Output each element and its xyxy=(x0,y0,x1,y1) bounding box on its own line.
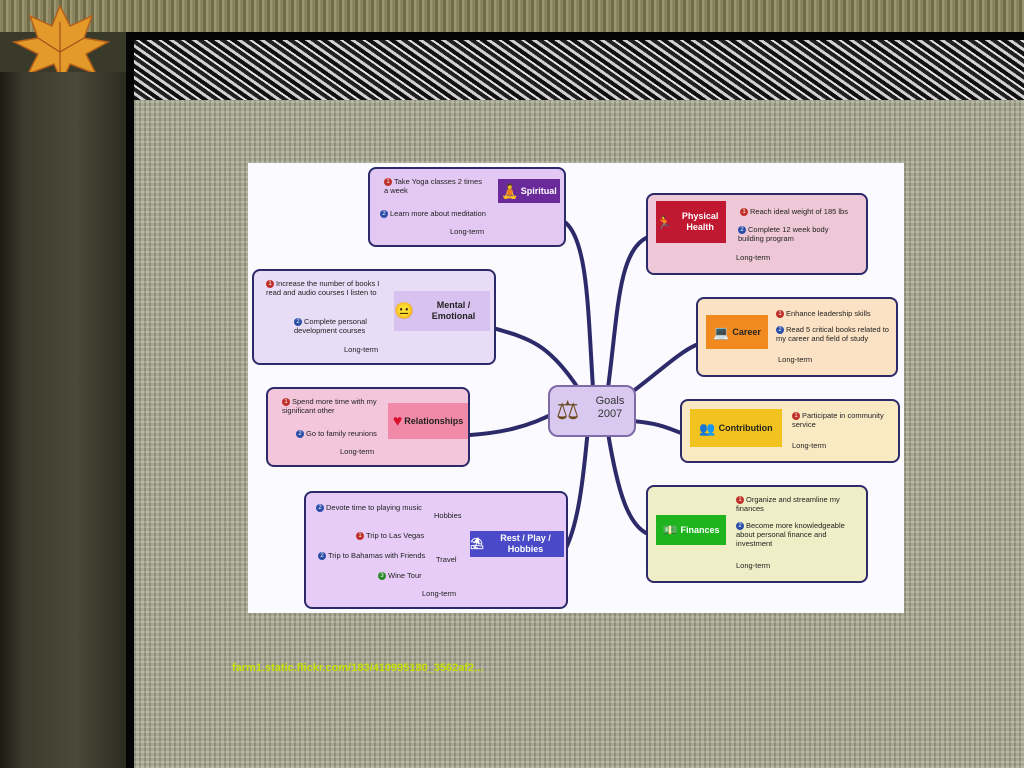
desk-icon: 💻 xyxy=(713,324,730,340)
priority-1-icon: 1 xyxy=(776,310,784,319)
rest-tag: ⛱Rest / Play / Hobbies xyxy=(470,531,564,557)
priority-2-icon: 2 xyxy=(776,326,784,335)
longterm-label: Long-term xyxy=(450,227,485,236)
contribution-tag: 👥Contribution xyxy=(690,409,782,447)
priority-1-icon: 1 xyxy=(792,412,800,421)
people-icon: 👥 xyxy=(699,420,716,436)
longterm-label: Long-term xyxy=(736,253,771,262)
meditation-icon: 🧘 xyxy=(501,182,519,199)
longterm-label: Long-term xyxy=(736,561,771,570)
priority-1-icon: 1 xyxy=(356,532,364,541)
priority-2-icon: 2 xyxy=(296,430,304,439)
longterm-label: Long-term xyxy=(340,447,375,456)
longterm-label: Long-term xyxy=(422,589,457,598)
relationships-tag: ♥Relationships xyxy=(388,403,468,439)
source-link[interactable]: farm1.static.flickr.com/183/410995180_35… xyxy=(232,662,484,674)
priority-1-icon: 1 xyxy=(740,208,748,217)
center-title: Goals 2007 xyxy=(595,395,625,420)
group-label-travel: Travel xyxy=(436,555,457,564)
longterm-label: Long-term xyxy=(344,345,379,354)
money-icon: 💵 xyxy=(662,522,678,537)
priority-1-icon: 1 xyxy=(282,398,290,407)
scales-icon: ⚖ xyxy=(556,395,580,425)
autumn-leaf-icon xyxy=(11,4,111,82)
physical-health-tag: 🏃Physical Health xyxy=(656,201,726,243)
heart-icon: ♥ xyxy=(392,412,403,430)
center-node: ⚖ Goals 2007 xyxy=(548,385,636,437)
hammock-icon: ⛱ xyxy=(470,537,484,550)
spiritual-tag: 🧘Spiritual xyxy=(498,179,560,203)
decorative-banner xyxy=(134,40,1024,100)
group-label-hobbies: Hobbies xyxy=(434,511,462,520)
priority-1-icon: 1 xyxy=(266,280,274,289)
priority-2-icon: 2 xyxy=(316,504,324,513)
priority-2-icon: 2 xyxy=(380,210,388,219)
finances-tag: 💵Finances xyxy=(656,515,726,545)
running-icon: 🏃 xyxy=(656,214,673,230)
priority-2-icon: 2 xyxy=(736,522,744,531)
longterm-label: Long-term xyxy=(778,355,813,364)
top-texture-band xyxy=(0,0,1024,32)
priority-1-icon: 1 xyxy=(736,496,744,505)
priority-3-icon: 3 xyxy=(378,572,386,581)
face-icon: 😐 xyxy=(394,302,414,320)
priority-1-icon: 1 xyxy=(384,178,392,187)
priority-2-icon: 2 xyxy=(738,226,746,235)
longterm-label: Long-term xyxy=(792,441,827,450)
career-tag: 💻Career xyxy=(706,315,768,349)
priority-2-icon: 2 xyxy=(318,552,326,561)
mental-tag: 😐Mental / Emotional xyxy=(394,291,490,331)
priority-2-icon: 2 xyxy=(294,318,302,327)
left-sidebar xyxy=(0,72,126,768)
